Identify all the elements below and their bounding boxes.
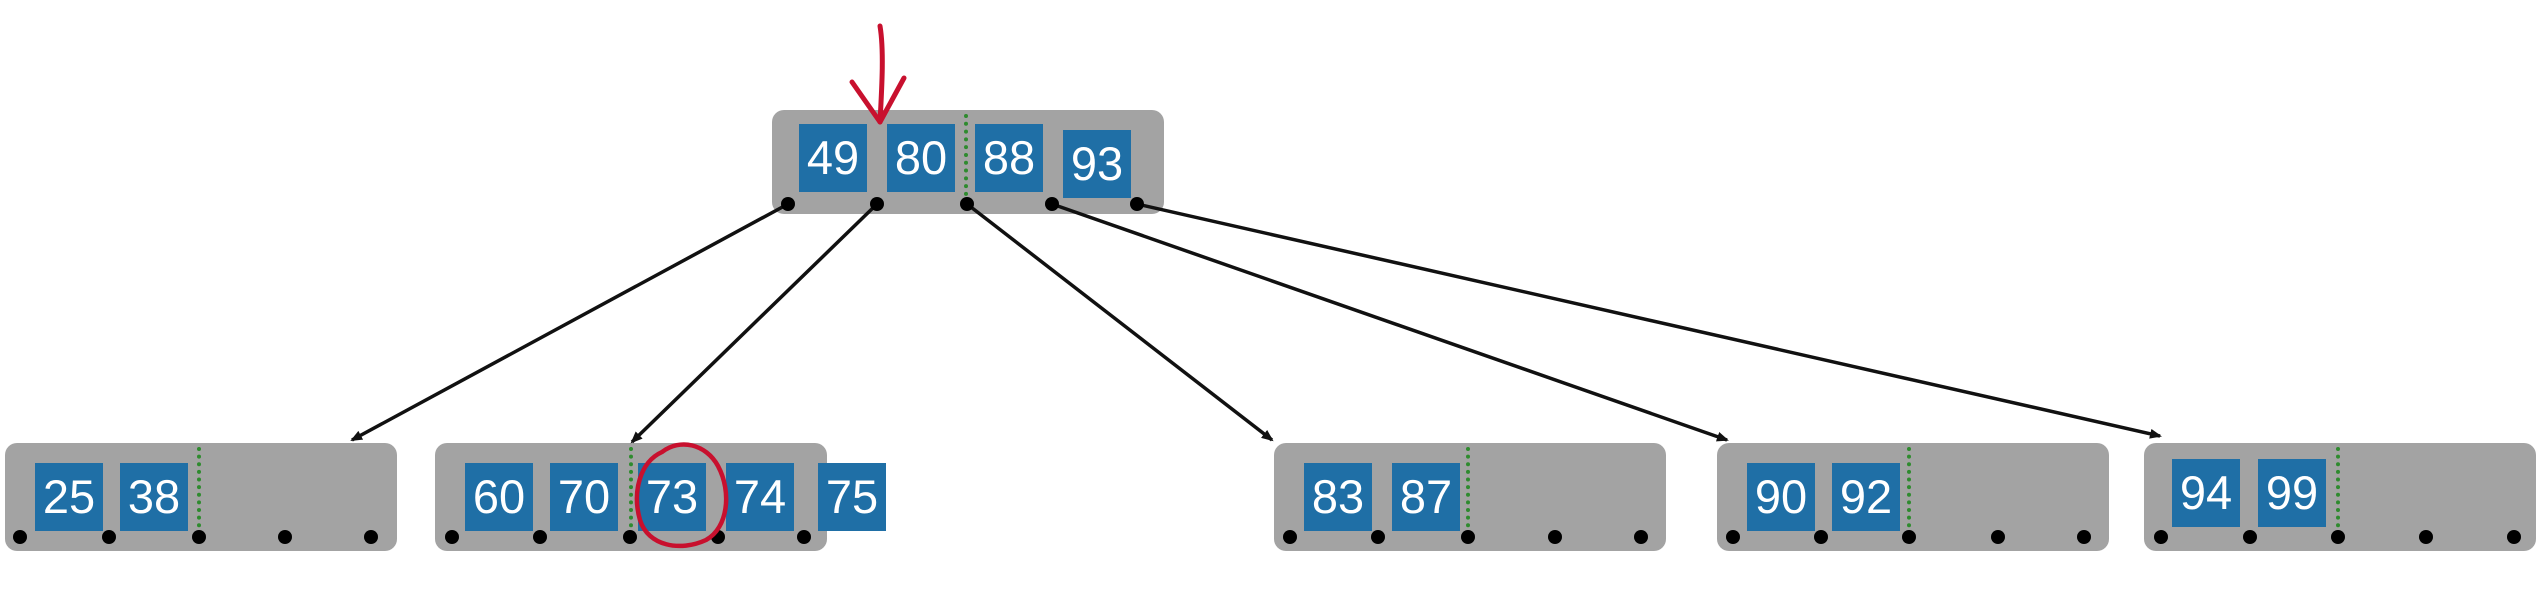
leaf1-key-38: 38	[120, 463, 188, 531]
leaf-pointer-dot	[1902, 530, 1916, 544]
leaf-pointer-dot	[2419, 530, 2433, 544]
leaf4-separator	[1907, 447, 1911, 535]
leaf-pointer-dot	[1814, 530, 1828, 544]
leaf-pointer-dot	[278, 530, 292, 544]
leaf-pointer-dot	[192, 530, 206, 544]
leaf2-key-70: 70	[550, 463, 618, 531]
leaf-pointer-dot	[1283, 530, 1297, 544]
leaf5-key-99: 99	[2258, 459, 2326, 527]
root-key-88: 88	[975, 124, 1043, 192]
down-arrow-icon	[849, 23, 907, 125]
leaf-pointer-dot	[2243, 530, 2257, 544]
leaf-pointer-dot	[2507, 530, 2521, 544]
leaf2-key-60: 60	[465, 463, 533, 531]
leaf-pointer-dot	[13, 530, 27, 544]
leaf2-key-74: 74	[726, 463, 794, 531]
leaf-node-1: 25 38	[5, 443, 397, 551]
leaf-pointer-dot	[1461, 530, 1475, 544]
root-pointer-dots	[781, 197, 1144, 211]
leaf-pointer-dot	[2154, 530, 2168, 544]
leaf-pointer-dot	[2077, 530, 2091, 544]
leaf-pointer-dot	[1548, 530, 1562, 544]
circle-highlight-icon	[634, 442, 729, 549]
root-key-93: 93	[1063, 130, 1131, 198]
leaf-pointer-dot	[1726, 530, 1740, 544]
root-pointer-dot	[1130, 197, 1144, 211]
leaf3-key-87: 87	[1392, 463, 1460, 531]
leaf-pointer-dot	[1371, 530, 1385, 544]
leaf-pointer-dot	[533, 530, 547, 544]
leaf3-separator	[1466, 447, 1470, 535]
root-key-49: 49	[799, 124, 867, 192]
root-pointer-dot	[870, 197, 884, 211]
edge-to-leaf-5	[1136, 202, 2162, 439]
leaf-pointer-dot	[623, 530, 637, 544]
edge-to-leaf-2	[630, 202, 879, 444]
leaf3-key-83: 83	[1304, 463, 1372, 531]
leaf-pointer-dot	[445, 530, 459, 544]
root-separator	[964, 114, 968, 196]
leaf-pointer-dot	[2331, 530, 2345, 544]
leaf-pointer-dot	[364, 530, 378, 544]
edge-to-leaf-4	[1051, 202, 1729, 442]
root-pointer-dot	[781, 197, 795, 211]
root-node: 49 80 88 93	[772, 110, 1164, 214]
edge-to-leaf-3	[965, 202, 1274, 442]
edge-to-leaf-1	[350, 202, 789, 442]
root-key-80: 80	[887, 124, 955, 192]
leaf1-separator	[197, 447, 201, 535]
leaf-pointer-dot	[1991, 530, 2005, 544]
leaf-pointer-dot	[102, 530, 116, 544]
root-pointer-dot	[960, 197, 974, 211]
leaf-pointer-dots	[13, 530, 2521, 544]
leaf1-key-25: 25	[35, 463, 103, 531]
leaf2-separator	[629, 447, 633, 535]
leaf-pointer-dot	[1634, 530, 1648, 544]
leaf-pointer-dot	[797, 530, 811, 544]
root-pointer-dot	[1045, 197, 1059, 211]
leaf4-key-90: 90	[1747, 463, 1815, 531]
overflow-key-75: 75	[818, 463, 886, 531]
leaf4-key-92: 92	[1832, 463, 1900, 531]
leaf5-key-94: 94	[2172, 459, 2240, 527]
leaf2-key-73: 73	[638, 463, 706, 531]
leaf5-separator	[2336, 447, 2340, 535]
